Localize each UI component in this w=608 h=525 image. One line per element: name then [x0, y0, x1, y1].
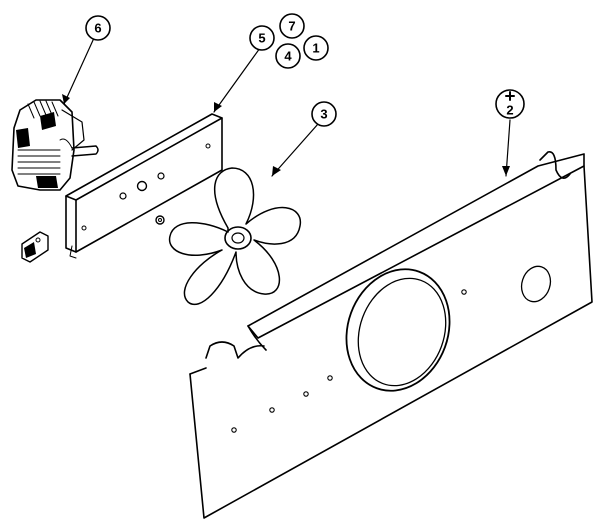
callout-3: 3 [311, 101, 337, 127]
callout-3-label: 3 [320, 107, 327, 122]
callout-1-label: 1 [312, 41, 319, 56]
mounting-clip [21, 231, 49, 263]
fan-motor [11, 99, 99, 191]
callout-6: 6 [85, 15, 111, 41]
fan-blade [168, 167, 302, 306]
callout-7: 7 [279, 13, 305, 39]
callout-2-label: 2 [506, 103, 513, 118]
callout-5-label: 5 [258, 31, 265, 46]
callout-4: 4 [275, 43, 301, 69]
callout-5: 5 [249, 25, 275, 51]
leader-lines [62, 37, 511, 177]
callout-4-label: 4 [284, 49, 292, 64]
fan-nut [155, 215, 165, 225]
plus-marker-icon [505, 91, 515, 101]
callout-7-label: 7 [288, 19, 295, 34]
callout-6-label: 6 [94, 21, 101, 36]
motor-bracket [65, 113, 223, 259]
mounting-panel [189, 151, 593, 519]
callout-1: 1 [303, 35, 329, 61]
callout-2: 2 [495, 89, 525, 119]
